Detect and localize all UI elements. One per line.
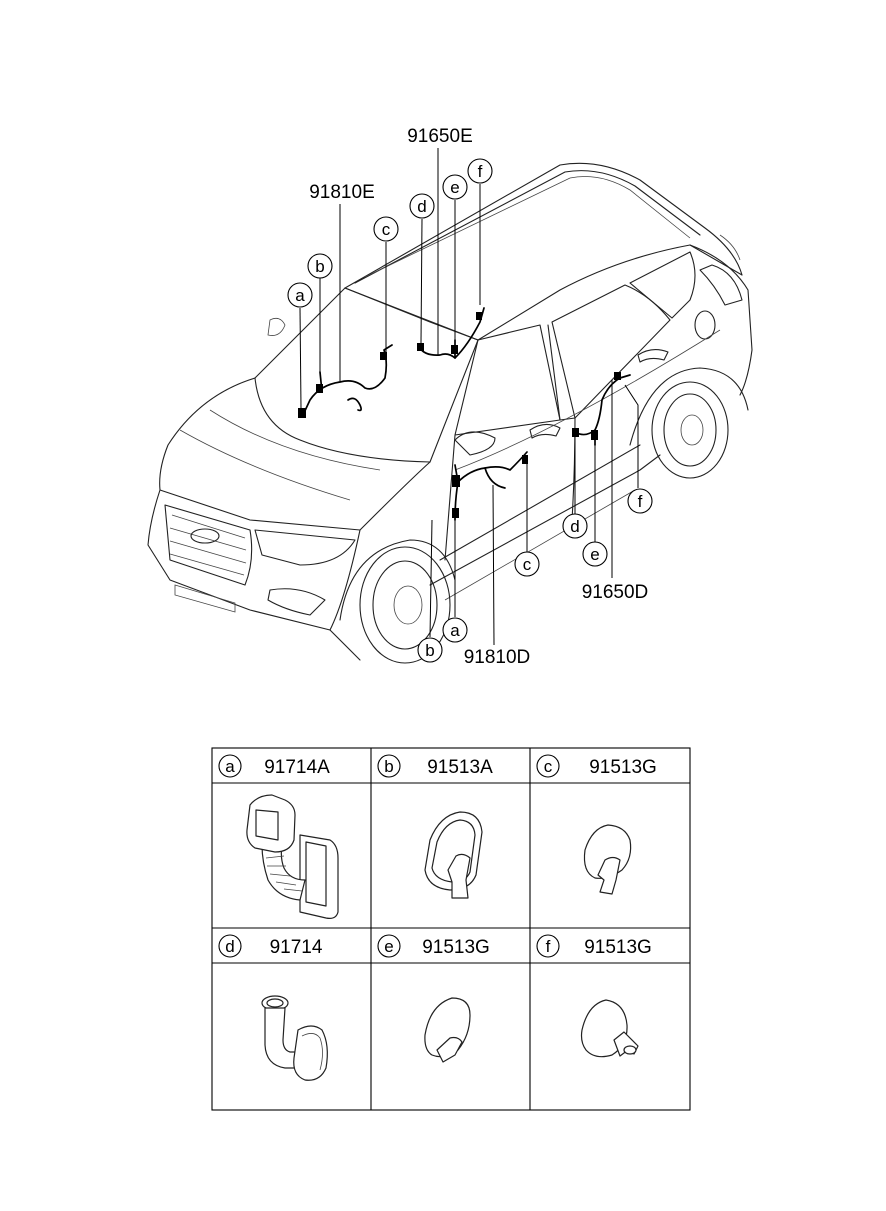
table-cell-b: b 91513A	[377, 754, 493, 778]
callout-letter: f	[478, 162, 483, 181]
callout-letter: a	[295, 286, 305, 305]
cell-part-number: 91513G	[589, 757, 657, 778]
part-grommet-91513G-c-illustration	[583, 824, 632, 895]
callout-a-upper: a	[287, 282, 313, 308]
callout-c-upper: c	[373, 216, 399, 242]
cell-part-number: 91513G	[584, 937, 652, 958]
callout-letter: c	[523, 555, 532, 574]
callout-letter: b	[315, 257, 324, 276]
part-grommet-91714A-illustration	[246, 794, 339, 919]
parts-table: a 91714A b 91513A c 91513G d 91714 e 915…	[211, 747, 691, 1111]
cell-letter: b	[384, 757, 393, 776]
callout-letter: b	[425, 641, 434, 660]
callout-d-lower: d	[562, 513, 588, 539]
callout-e-upper: e	[442, 174, 468, 200]
cell-letter: e	[384, 937, 393, 956]
part-grommet-91513G-e-illustration	[424, 997, 471, 1063]
callout-letter: e	[590, 545, 599, 564]
table-cell-c: c 91513G	[536, 754, 657, 778]
cell-letter: c	[544, 757, 553, 776]
table-cell-a: a 91714A	[218, 754, 330, 778]
cell-part-number: 91513G	[422, 937, 490, 958]
label-91810E: 91810E	[309, 182, 375, 203]
harness-front-upper	[298, 344, 393, 418]
cell-letter: d	[225, 937, 234, 956]
callout-letter: c	[382, 220, 391, 239]
table-cell-d: d 91714	[218, 934, 323, 958]
callout-f-upper: f	[467, 158, 493, 184]
callout-letter: d	[570, 517, 579, 536]
callout-letter: e	[450, 178, 459, 197]
callout-a-lower: a	[442, 617, 468, 643]
callout-d-upper: d	[409, 193, 435, 219]
cell-part-number: 91714	[270, 937, 323, 958]
vehicle-outline	[147, 162, 753, 664]
callout-c-lower: c	[514, 551, 540, 577]
harness-rear-lower	[572, 372, 631, 446]
cell-part-number: 91513A	[427, 757, 493, 778]
cell-letter: f	[546, 937, 551, 956]
label-91810D: 91810D	[464, 647, 531, 668]
callout-b-upper: b	[307, 253, 333, 279]
table-cell-f: f 91513G	[536, 934, 652, 958]
label-91650E: 91650E	[407, 126, 473, 147]
callout-letter: f	[638, 492, 643, 511]
part-grommet-91513A-illustration	[424, 811, 483, 899]
cell-letter: a	[225, 757, 235, 776]
callout-b-lower: b	[417, 637, 443, 663]
label-91650D: 91650D	[582, 582, 649, 603]
cell-part-number: 91714A	[264, 757, 330, 778]
leader-lines	[299, 148, 639, 646]
harness-front-lower	[452, 451, 528, 521]
table-cell-e: e 91513G	[377, 934, 490, 958]
part-grommet-91513G-f-illustration	[580, 999, 639, 1058]
callout-f-lower: f	[627, 488, 653, 514]
callout-e-lower: e	[582, 541, 608, 567]
callout-letter: a	[450, 621, 460, 640]
part-grommet-91714-illustration	[261, 995, 328, 1081]
harness-rear-upper	[417, 307, 485, 359]
callout-letter: d	[417, 197, 426, 216]
